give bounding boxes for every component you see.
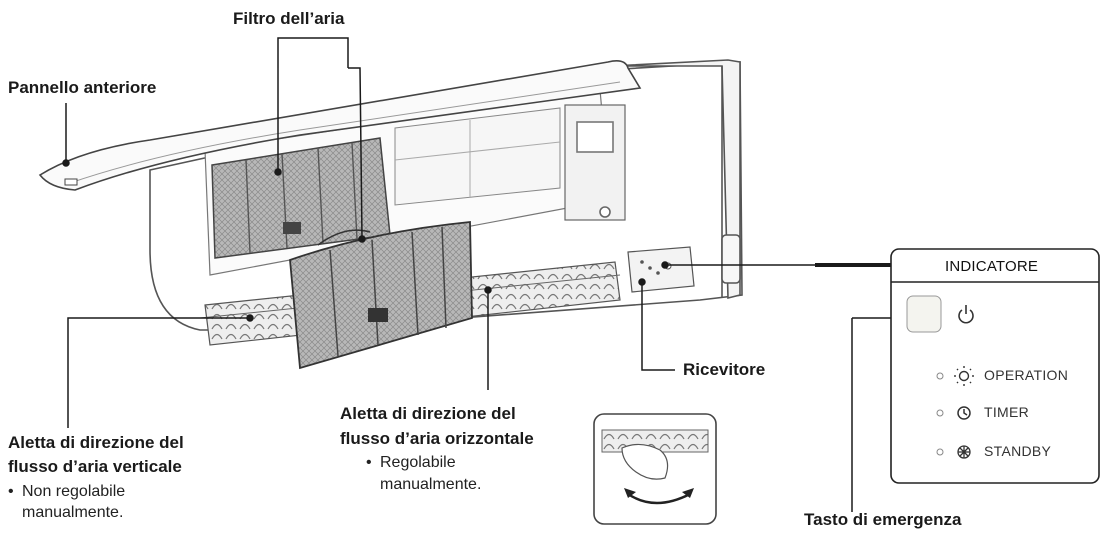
label-aletta-orizzontale-2: flusso d’aria orizzontale	[340, 429, 534, 448]
label-aletta-verticale-1: Aletta di direzione del	[8, 433, 184, 452]
note-aletta-orizzontale-text-1: Regolabile	[380, 454, 456, 471]
label-pannello-anteriore: Pannello anteriore	[8, 78, 157, 97]
hand-adjust-inset	[593, 413, 717, 525]
note-aletta-verticale-text-1: Non regolabile	[22, 483, 126, 500]
bullet-mark: •	[366, 454, 372, 471]
note-aletta-verticale-2: manualmente.	[22, 504, 124, 521]
indicator-operation-label: OPERATION	[984, 367, 1069, 383]
fan-icon	[957, 445, 971, 459]
bullet-mark: •	[8, 483, 14, 500]
display-window	[627, 246, 695, 293]
label-filtro-aria: Filtro dell’aria	[233, 9, 345, 28]
power-icon	[958, 305, 974, 324]
indicator-timer-label: TIMER	[984, 404, 1030, 420]
label-ricevitore: Ricevitore	[683, 360, 766, 379]
label-tasto-emergenza: Tasto di emergenza	[804, 510, 962, 529]
indicator-title: INDICATORE	[945, 258, 1039, 275]
note-aletta-verticale-1: • Non regolabile	[8, 481, 125, 502]
front-panel-shape	[38, 60, 642, 191]
indicator-standby-label: STANDBY	[984, 443, 1052, 459]
indicator-panel-frame	[890, 248, 1100, 484]
clock-icon	[957, 406, 971, 420]
upper-filter-shape	[211, 137, 391, 259]
lower-filter-shape	[289, 221, 473, 370]
label-aletta-verticale-2: flusso d’aria verticale	[8, 457, 182, 476]
note-aletta-orizzontale-1: • Regolabile	[366, 452, 456, 473]
sun-icon	[954, 366, 974, 386]
note-aletta-orizzontale-2: manualmente.	[380, 476, 482, 493]
label-aletta-orizzontale-1: Aletta di direzione del	[340, 404, 516, 423]
